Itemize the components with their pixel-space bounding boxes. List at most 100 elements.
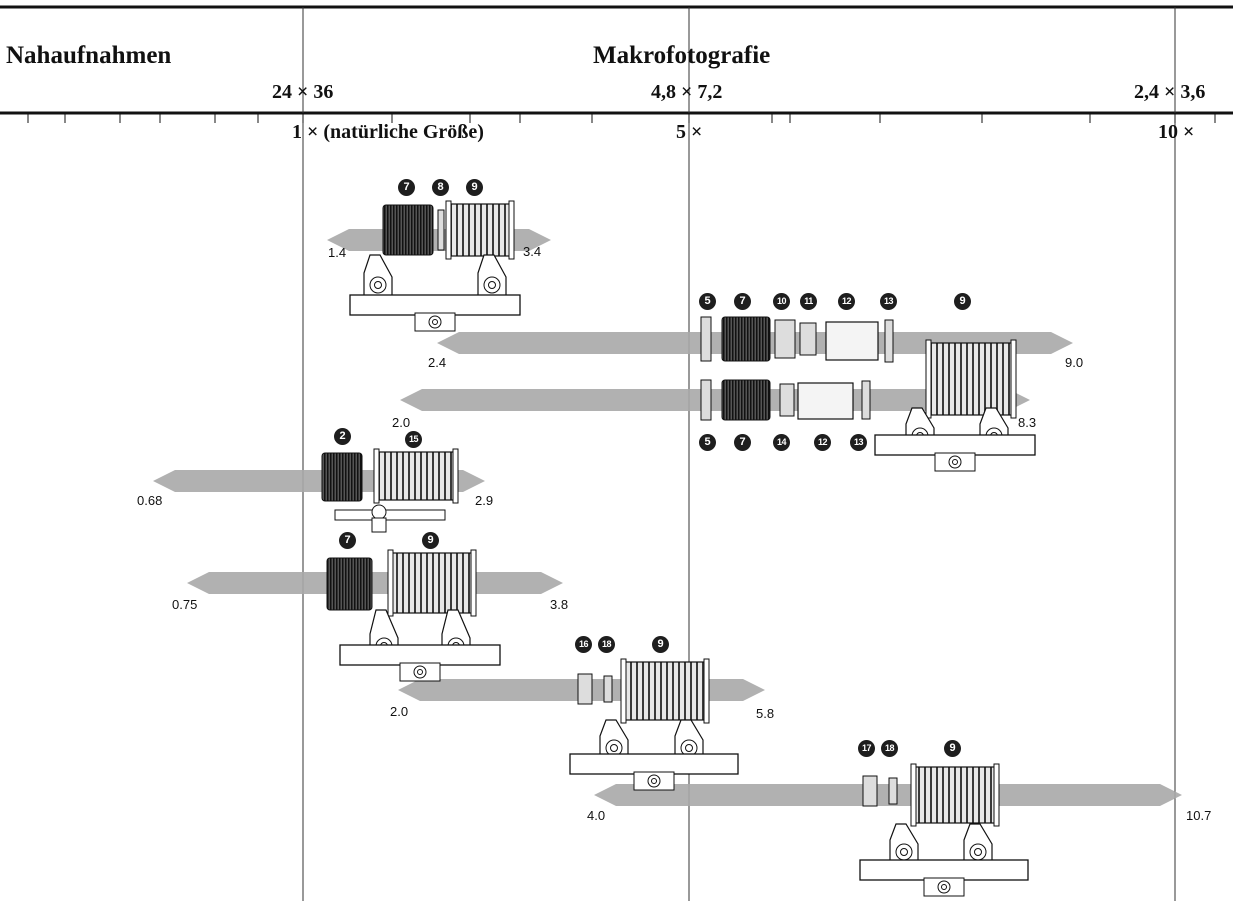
bellows (449, 203, 511, 257)
lens (326, 557, 373, 611)
ring (577, 673, 593, 705)
tube (825, 321, 879, 361)
part-badge: 5 (699, 434, 716, 451)
part-badge: 7 (398, 179, 415, 196)
bellows-plate (703, 658, 710, 724)
lens (382, 204, 434, 256)
part-badge: 18 (598, 636, 615, 653)
bellows (377, 451, 455, 501)
setup-e-min: 0.75 (172, 597, 198, 612)
part-badge: 7 (734, 293, 751, 310)
part-badge: 13 (850, 434, 867, 451)
ring (437, 209, 445, 251)
part-badge: 2 (334, 428, 351, 445)
setup-c-min: 2.0 (392, 415, 411, 430)
format-4-8x7-2: 4,8 × 7,2 (651, 81, 723, 103)
ring (700, 316, 712, 362)
setup-d-max: 2.9 (475, 493, 494, 508)
part-badge: 7 (339, 532, 356, 549)
part-badge: 10 (773, 293, 790, 310)
setup-c-max: 8.3 (1018, 415, 1037, 430)
lens (721, 379, 771, 421)
setup-a-max: 3.4 (523, 244, 542, 259)
ring (603, 675, 613, 703)
bellows-plate (373, 448, 380, 504)
setup-g-max: 10.7 (1186, 808, 1212, 823)
lens (721, 316, 771, 362)
knob (374, 281, 382, 289)
ring (884, 319, 894, 363)
range-bar (187, 572, 563, 594)
bellows (929, 342, 1013, 416)
magnification-5x: 5 × (676, 121, 703, 143)
knob (371, 504, 387, 520)
knob (685, 744, 693, 752)
bellows-plate (1010, 339, 1017, 419)
knob (900, 848, 908, 856)
bellows-plate (445, 200, 452, 260)
rail (334, 509, 446, 521)
bellows-plate (620, 658, 627, 724)
ring (700, 379, 712, 421)
knob (432, 319, 438, 325)
knob (651, 778, 657, 784)
rail (349, 294, 521, 316)
setup-e-max: 3.8 (550, 597, 569, 612)
bellows-plate (452, 448, 459, 504)
part-badge: 16 (575, 636, 592, 653)
rail (569, 753, 739, 775)
format-2-4x3-6: 2,4 × 3,6 (1134, 81, 1206, 103)
knob (488, 281, 496, 289)
part-badge: 9 (954, 293, 971, 310)
rail (859, 859, 1029, 881)
knob (941, 884, 947, 890)
rail (874, 434, 1036, 456)
bellows-plate (993, 763, 1000, 827)
setup-d-min: 0.68 (137, 493, 163, 508)
range-bar (400, 389, 1030, 411)
part-badge: 9 (422, 532, 439, 549)
bellows-plate (508, 200, 515, 260)
bellows (391, 552, 473, 614)
setup-g-min: 4.0 (587, 808, 606, 823)
tube (797, 382, 854, 420)
scale-ticks (27, 113, 1216, 123)
bellows-plate (387, 549, 394, 617)
lens (321, 452, 363, 502)
knob (974, 848, 982, 856)
part-badge: 11 (800, 293, 817, 310)
magnification-10x: 10 × (1158, 121, 1195, 143)
ring (862, 775, 878, 807)
part-badge: 14 (773, 434, 790, 451)
bellows-plate (910, 763, 917, 827)
equipment-drawings (321, 200, 1036, 897)
bellows (624, 661, 706, 721)
part-badge: 13 (880, 293, 897, 310)
range-bar (594, 784, 1182, 806)
setup-a-min: 1.4 (328, 245, 347, 260)
setup-b-min: 2.4 (428, 355, 447, 370)
ring (861, 380, 871, 420)
setup-f-min: 2.0 (390, 704, 409, 719)
format-24x36: 24 × 36 (272, 81, 334, 103)
ring (799, 322, 817, 356)
magnification-1x: 1 × (natürliche Größe) (292, 121, 484, 143)
setup-b-max: 9.0 (1065, 355, 1084, 370)
bellows-plate (470, 549, 477, 617)
rail (339, 644, 501, 666)
left-title: Nahaufnahmen (6, 42, 172, 69)
part-badge: 9 (652, 636, 669, 653)
center-title: Makrofotografie (593, 42, 771, 69)
part-badge: 9 (466, 179, 483, 196)
part-badge: 18 (881, 740, 898, 757)
bellows (914, 766, 996, 824)
ring (774, 319, 796, 359)
rail-mount (371, 517, 387, 533)
part-badge: 7 (734, 434, 751, 451)
part-badge: 8 (432, 179, 449, 196)
part-badge: 12 (838, 293, 855, 310)
knob (610, 744, 618, 752)
knob (952, 459, 958, 465)
